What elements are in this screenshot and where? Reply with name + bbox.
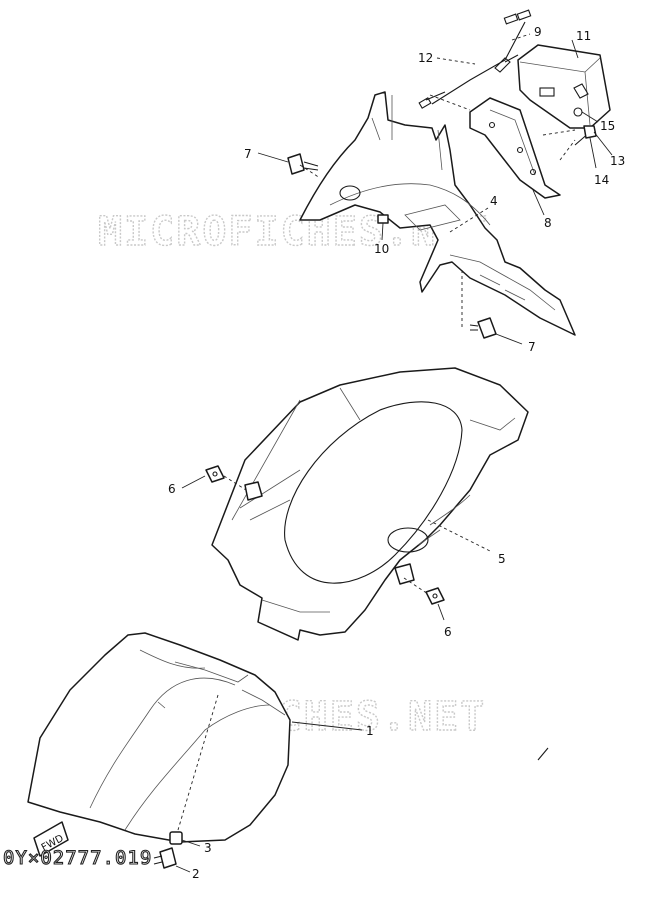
callout-13: 13 bbox=[610, 154, 625, 168]
callout-4: 4 bbox=[490, 194, 498, 208]
leader-2 bbox=[175, 865, 191, 873]
leader-7b bbox=[495, 333, 523, 345]
leader-7a bbox=[257, 152, 289, 163]
grommet-part-3 bbox=[169, 831, 183, 845]
wire-harness-part-12 bbox=[418, 9, 532, 109]
nut-10 bbox=[377, 214, 389, 224]
clip-6-right bbox=[425, 587, 445, 605]
bolt-7-upper bbox=[287, 153, 319, 175]
tab-6-cover-left bbox=[244, 481, 263, 501]
callout-7a: 7 bbox=[244, 147, 252, 161]
license-plate-bracket-part-8 bbox=[469, 97, 561, 199]
leader-4 bbox=[449, 207, 489, 233]
screw-part-2 bbox=[153, 847, 177, 869]
callout-6b: 6 bbox=[444, 625, 452, 639]
leader-13 bbox=[593, 131, 613, 156]
fender-part-1 bbox=[27, 632, 291, 843]
callout-10: 10 bbox=[374, 242, 389, 256]
callout-2: 2 bbox=[192, 867, 200, 881]
leader-10 bbox=[381, 222, 384, 241]
leader-9 bbox=[511, 33, 531, 41]
figure-code: 0Y×02777.019 bbox=[3, 847, 152, 869]
leader-6b bbox=[437, 603, 445, 621]
assembly-line-upper bbox=[299, 94, 576, 330]
callout-6a: 6 bbox=[168, 482, 176, 496]
callout-8: 8 bbox=[544, 216, 552, 230]
leader-11 bbox=[571, 39, 579, 59]
leader-15 bbox=[581, 111, 599, 123]
callout-3: 3 bbox=[204, 841, 212, 855]
clip-6-left bbox=[205, 465, 225, 483]
callout-5: 5 bbox=[498, 552, 506, 566]
leader-8 bbox=[532, 189, 545, 216]
bolt-7-lower bbox=[469, 317, 497, 339]
callout-14: 14 bbox=[594, 173, 609, 187]
callout-7b: 7 bbox=[528, 340, 536, 354]
callout-15: 15 bbox=[600, 119, 615, 133]
stray-mark bbox=[537, 747, 549, 761]
bolt-14 bbox=[574, 125, 597, 146]
assembly-line-middle bbox=[223, 475, 429, 595]
rear-cover-part-5 bbox=[211, 367, 529, 641]
callout-12: 12 bbox=[418, 51, 433, 65]
tab-6-cover-right bbox=[394, 563, 415, 585]
callout-11: 11 bbox=[576, 29, 591, 43]
tail-light-part-11 bbox=[517, 44, 611, 129]
leader-6a bbox=[181, 475, 206, 489]
rear-fender-bracket-part-4 bbox=[299, 91, 576, 336]
leader-1 bbox=[291, 721, 363, 731]
callout-9: 9 bbox=[534, 25, 542, 39]
callout-1: 1 bbox=[366, 724, 374, 738]
leader-12 bbox=[436, 57, 476, 65]
leader-14 bbox=[589, 137, 597, 169]
leader-3 bbox=[181, 839, 201, 847]
